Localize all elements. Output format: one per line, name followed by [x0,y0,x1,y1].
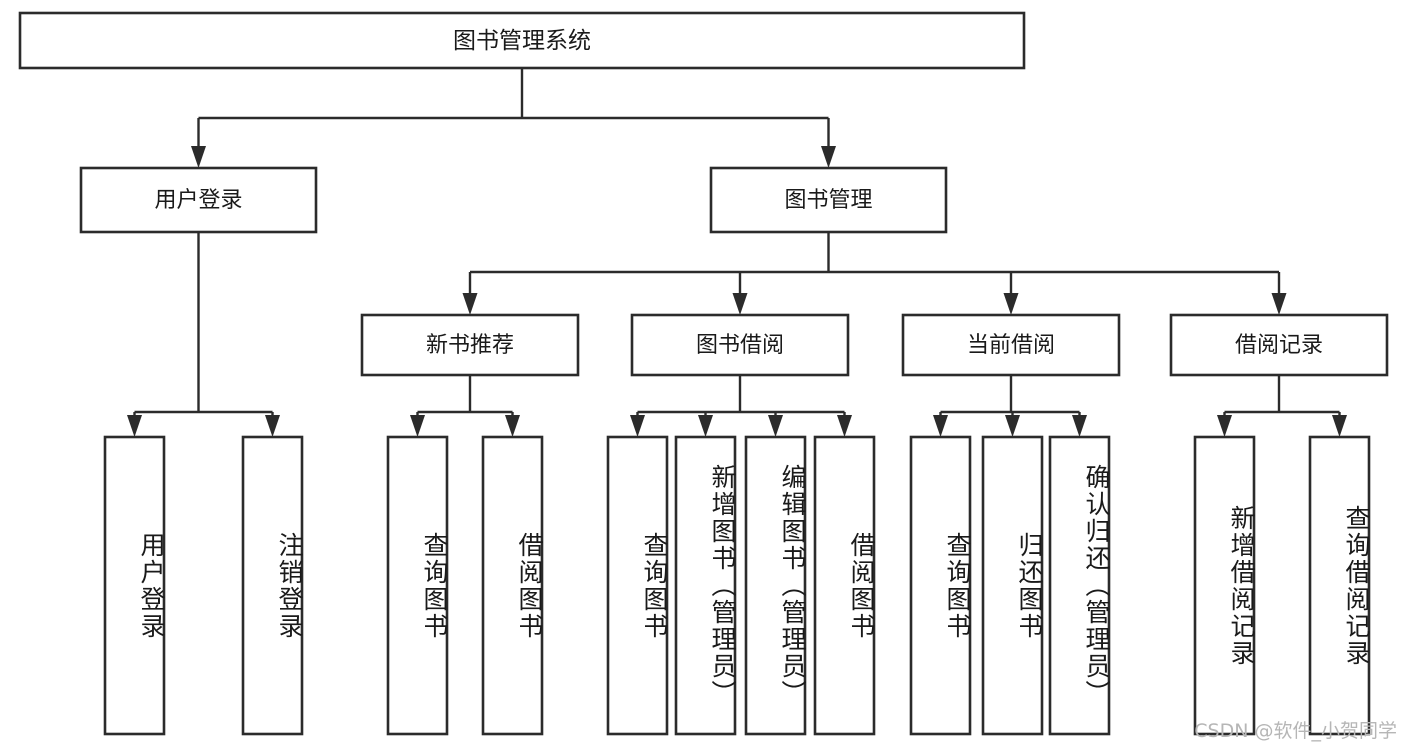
arrow-to-borrow-record-icon [1271,293,1287,315]
node-leaf-query-book-2[interactable] [606,435,669,736]
arrow-to-leaf-query-borrow-record-icon [1332,415,1347,437]
node-leaf-add-book-admin[interactable] [674,435,737,736]
connector-layer [127,68,1347,437]
watermark-text: CSDN @软件_小贺同学 [1194,720,1397,742]
node-label: 借阅记录 [1235,333,1323,358]
node-leaf-return-book[interactable] [981,435,1044,736]
arrow-to-leaf-add-borrow-record-icon [1217,415,1232,437]
arrow-to-book-borrow-icon [732,293,748,315]
arrow-to-leaf-query-book-3-icon [933,415,948,437]
arrow-to-current-borrow-icon [1003,293,1019,315]
arrow-to-leaf-borrow-book-1-icon [505,415,520,437]
node-leaf-user-login[interactable] [103,435,166,736]
node-new-book-recommend[interactable] [360,313,580,377]
node-leaf-add-borrow-record[interactable] [1193,435,1256,736]
arrow-to-leaf-user-login-icon [127,415,142,437]
node-label: 新书推荐 [426,333,514,358]
node-borrow-record[interactable] [1169,313,1389,377]
node-label: 用户登录 [154,188,242,213]
arrow-to-leaf-return-book-icon [1005,415,1020,437]
node-leaf-user-logout[interactable] [241,435,304,736]
node-leaf-confirm-return-admin[interactable] [1048,435,1111,736]
node-leaf-borrow-book-1[interactable] [481,435,544,736]
arrow-to-leaf-borrow-book-2-icon [837,415,852,437]
node-book-management[interactable] [709,166,948,234]
node-leaf-query-book-3[interactable] [909,435,972,736]
node-root-book-management-system[interactable] [18,11,1026,70]
node-label: 图书借阅 [696,333,784,358]
node-label: 图书管理 [784,188,872,213]
arrow-to-leaf-query-book-2-icon [630,415,645,437]
node-leaf-query-book-1[interactable] [386,435,449,736]
node-current-borrow[interactable] [901,313,1121,377]
node-user-login[interactable] [79,166,318,234]
arrow-to-leaf-confirm-return-admin-icon [1072,415,1087,437]
arrow-to-leaf-add-book-admin-icon [698,415,713,437]
arrow-to-user-login-icon [191,146,206,168]
node-leaf-edit-book-admin[interactable] [744,435,807,736]
arrow-to-leaf-user-logout-icon [265,415,280,437]
node-label: 当前借阅 [967,333,1055,358]
arrow-to-new-book-recommend-icon [462,293,478,315]
node-label: 图书管理系统 [453,28,591,54]
node-leaf-query-borrow-record[interactable] [1308,435,1371,736]
arrow-to-leaf-edit-book-admin-icon [768,415,783,437]
arrow-to-leaf-query-book-1-icon [410,415,425,437]
arrow-to-book-management-icon [821,146,836,168]
node-leaf-borrow-book-2[interactable] [813,435,876,736]
node-book-borrow[interactable] [630,313,850,377]
